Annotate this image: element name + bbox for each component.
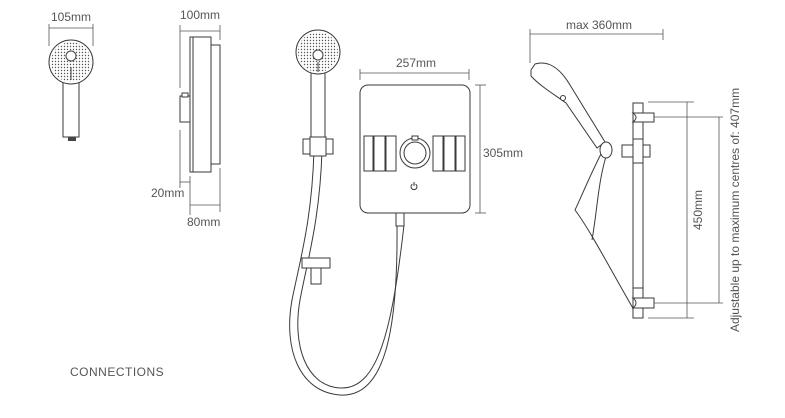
power-icon [410, 182, 418, 191]
handset-front-view: 105mm [48, 10, 94, 141]
unit-height-label: 305mm [483, 146, 523, 160]
handset-width-label: 105mm [51, 10, 91, 24]
connections-heading: CONNECTIONS [70, 365, 164, 379]
handset-reach-label: max 360mm [566, 18, 632, 32]
riser-rail-view: max 360mm 450mm Adjustable up to maximum… [529, 18, 742, 332]
unit-depth-total-label: 100mm [180, 8, 220, 22]
unit-side-view: 100mm 20mm 80mm [151, 8, 221, 229]
riser-height-label: 450mm [691, 190, 705, 230]
riser-adjustable-label: Adjustable up to maximum centres of: 407… [728, 88, 742, 332]
unit-depth-back-label: 20mm [151, 186, 184, 200]
unit-width-label: 257mm [396, 56, 436, 70]
unit-depth-front-label: 80mm [187, 215, 220, 229]
shower-front-view: 257mm 305mm [289, 29, 523, 396]
